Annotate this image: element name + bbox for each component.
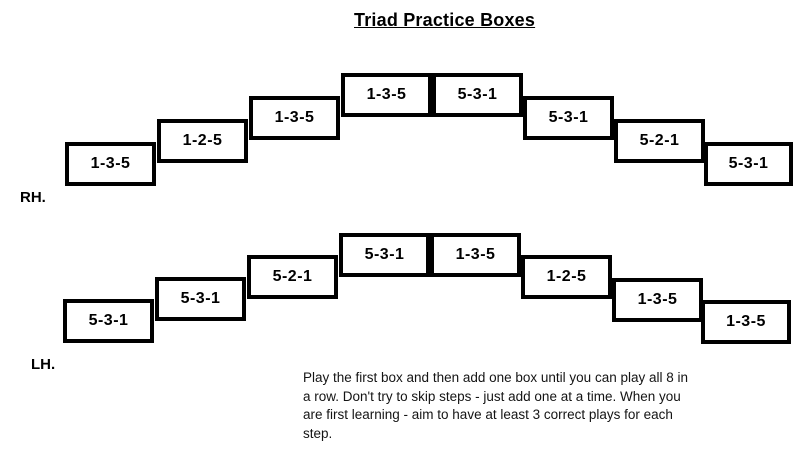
lh-box-7: 1-3-5: [612, 278, 703, 322]
rh-box-5: 5-3-1: [432, 73, 523, 117]
instructions-line: are first learning - aim to have at leas…: [303, 407, 673, 422]
instructions-line: a row. Don't try to skip steps - just ad…: [303, 388, 681, 404]
rh-row-label: RH.: [20, 189, 46, 206]
lh-box-3: 5-2-1: [247, 255, 338, 299]
rh-box-8: 5-3-1: [704, 142, 793, 186]
instructions-line: step.: [303, 425, 333, 441]
rh-box-3: 1-3-5: [249, 96, 340, 140]
rh-box-1: 1-3-5: [65, 142, 156, 186]
lh-box-2: 5-3-1: [155, 277, 246, 321]
lh-box-1: 5-3-1: [63, 299, 154, 343]
rh-box-2: 1-2-5: [157, 119, 248, 163]
lh-box-4: 5-3-1: [339, 233, 430, 277]
rh-box-7: 5-2-1: [614, 119, 705, 163]
instructions-text: Play the first box and then add one box …: [303, 369, 688, 443]
instructions-line: Play the first box and then add one box …: [303, 370, 689, 385]
lh-box-6: 1-2-5: [521, 255, 612, 299]
lh-row-label: LH.: [31, 356, 56, 373]
lh-box-8: 1-3-5: [701, 300, 791, 344]
rh-box-4: 1-3-5: [341, 73, 432, 117]
page-title: Triad Practice Boxes: [354, 10, 536, 30]
rh-box-6: 5-3-1: [523, 96, 614, 140]
lh-box-5: 1-3-5: [430, 233, 521, 277]
